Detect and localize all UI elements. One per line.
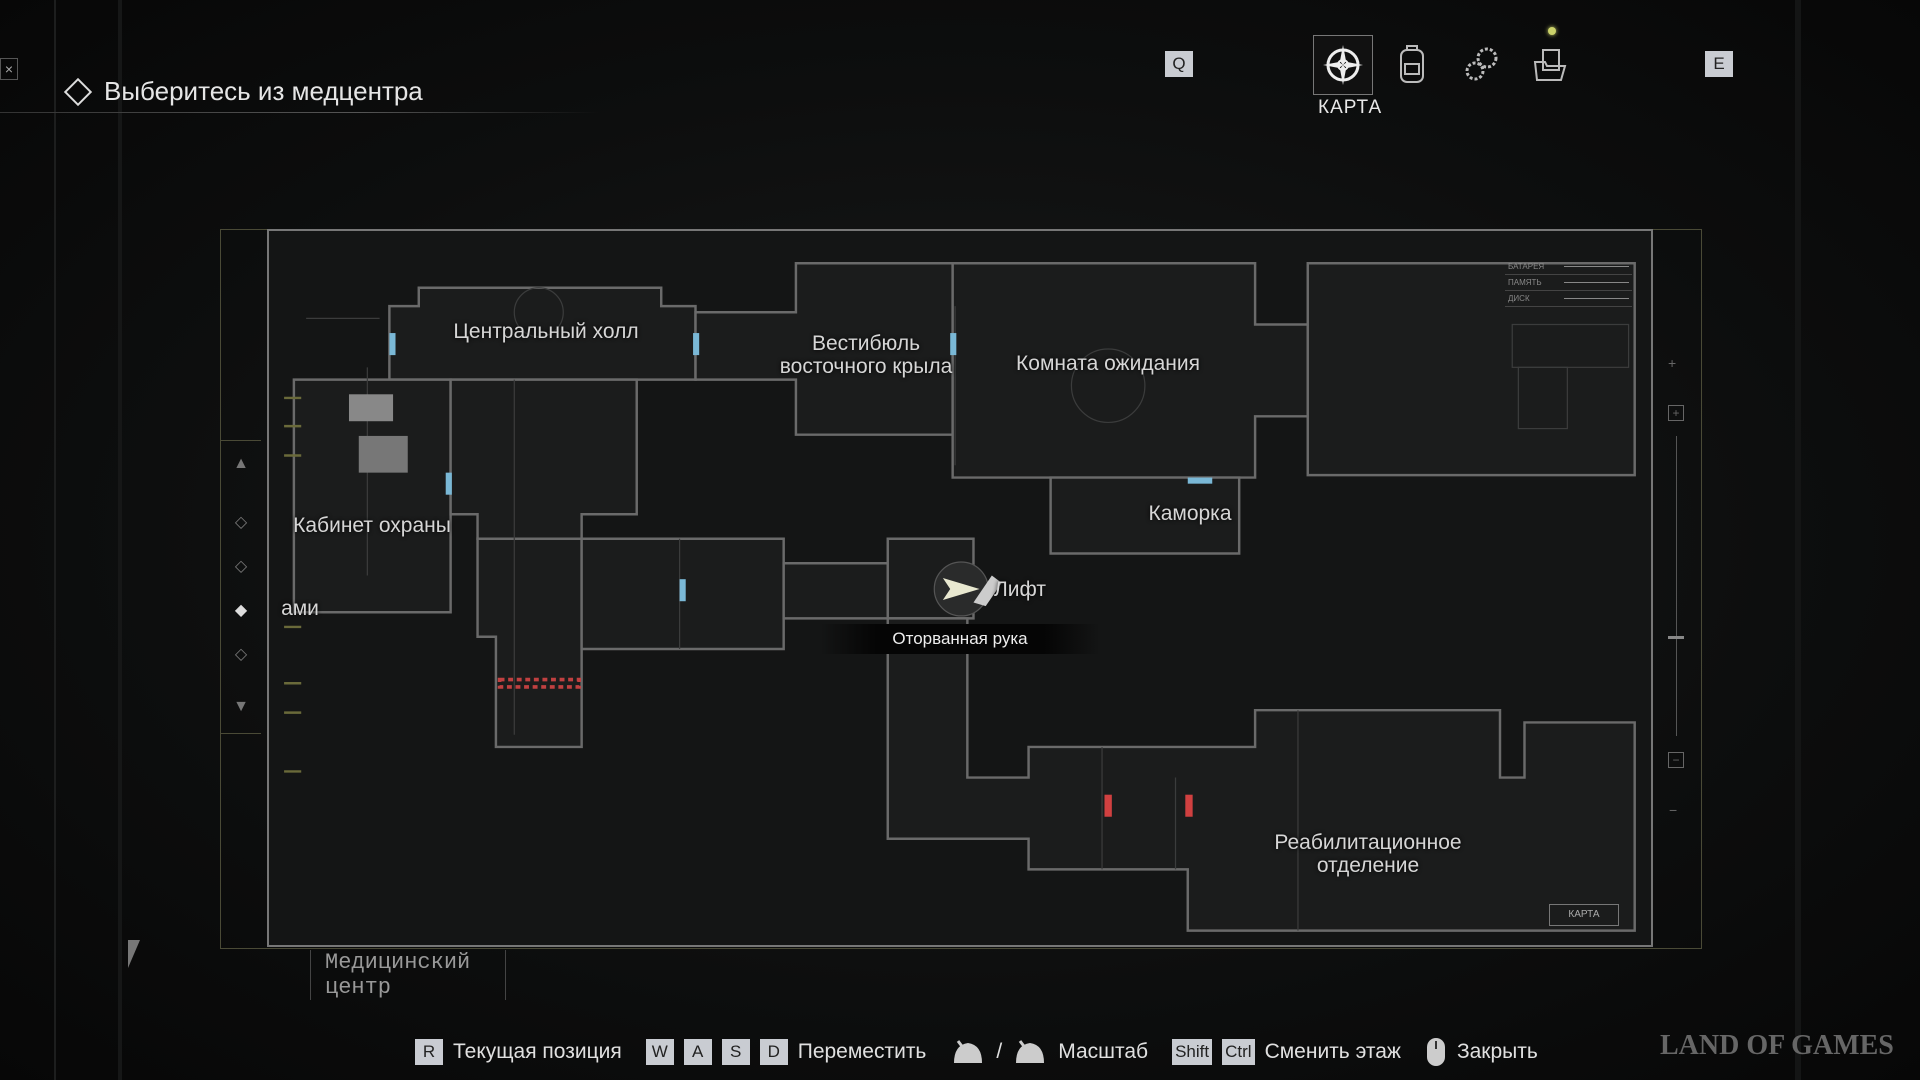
floor-button-current[interactable]: ◆ [234, 602, 248, 619]
zoom-minus-label: − [1669, 802, 1678, 818]
control-label: Текущая позиция [453, 1040, 622, 1063]
compass-icon [1323, 45, 1363, 85]
stat-battery: БАТАРЕЯ [1505, 259, 1632, 275]
room-right [1306, 262, 1636, 477]
zoom-slider[interactable] [1676, 436, 1677, 736]
mouse-scroll-icon [954, 1040, 983, 1063]
notification-dot [1548, 27, 1556, 35]
floor-up-button[interactable]: ▲ [233, 455, 249, 472]
key-w: W [645, 1039, 674, 1065]
zoom-plus-label: + [1668, 355, 1677, 371]
room-rehab [886, 617, 1636, 932]
backpack-icon [1400, 45, 1424, 83]
controls-bar: R Текущая позиция W A S D Переместить / … [415, 1036, 1552, 1068]
gears-icon [1465, 47, 1498, 81]
room-label: ами [281, 597, 319, 620]
folder-icon [1533, 49, 1567, 81]
separator: / [996, 1040, 1003, 1063]
door-open [693, 333, 700, 356]
decor-line [1795, 0, 1801, 1080]
room-label: Каморка [1148, 502, 1232, 525]
tab-files[interactable] [1522, 35, 1580, 93]
key-shift: Shift [1172, 1039, 1213, 1065]
player-arrow-icon [942, 577, 980, 600]
room-closet [1049, 476, 1241, 555]
room-label: Реабилитационное отделение [1274, 831, 1462, 877]
map-badge: КАРТА [1549, 904, 1619, 926]
room-label: Лифт [994, 578, 1046, 601]
room-security-office [292, 378, 452, 614]
door-markers [389, 333, 1213, 817]
prev-tab-key[interactable]: Q [1165, 51, 1193, 77]
close-icon[interactable]: × [0, 58, 18, 80]
zoom-slider-handle[interactable] [1668, 636, 1684, 639]
room-corridor-south [476, 537, 583, 749]
key-s: S [721, 1039, 750, 1065]
objective: Выберитесь из медцентра [62, 76, 423, 107]
mouse-icon [1426, 1038, 1445, 1066]
device-stats: БАТАРЕЯ ПАМЯТЬ ДИСК [1505, 259, 1632, 307]
door-open [679, 579, 686, 602]
mouse-cursor [128, 940, 140, 968]
objective-divider [0, 112, 600, 113]
stat-memory: ПАМЯТЬ [1505, 275, 1632, 291]
floor-selector [220, 440, 261, 734]
control-label: Переместить [797, 1040, 927, 1063]
floor-down-button[interactable]: ▼ [233, 698, 249, 715]
room-label: Комната ожидания [1016, 352, 1200, 375]
door-open [950, 333, 957, 356]
severed-hand-icon [973, 575, 1002, 607]
corridor-east [782, 562, 889, 620]
room-label: Вестибюль восточного крыла [779, 332, 953, 378]
key-d: D [759, 1039, 788, 1065]
objective-text: Выберитесь из медцентра [104, 76, 423, 106]
floor-button[interactable]: ◇ [234, 558, 248, 575]
next-tab-key[interactable]: E [1705, 51, 1733, 77]
decor-line [118, 0, 122, 1080]
close-map-label[interactable]: Закрыть [1456, 1040, 1538, 1063]
door-locked [1104, 794, 1112, 817]
tab-crafting[interactable] [1453, 35, 1511, 93]
door-open [389, 333, 396, 356]
control-label: Сменить этаж [1264, 1040, 1401, 1063]
watermark: LAND OF GAMES [1660, 1030, 1894, 1061]
room-label: Центральный холл [453, 320, 639, 343]
zoom-in-button[interactable]: + [1668, 405, 1684, 421]
room-label: Кабинет охраны [293, 514, 451, 537]
door-locked [1185, 794, 1193, 817]
key-a: A [683, 1039, 712, 1065]
tab-map[interactable] [1313, 35, 1373, 95]
key-r[interactable]: R [415, 1039, 443, 1065]
tab-map-label: КАРТА [1318, 97, 1383, 118]
item-tooltip: Оторванная рука [820, 624, 1100, 654]
floor-button[interactable]: ◇ [234, 514, 248, 531]
ruler-ticks [284, 396, 302, 773]
door-open [445, 472, 452, 495]
mouse-scroll-icon [1016, 1040, 1045, 1063]
decor-line [54, 0, 56, 1080]
control-label: Масштаб [1058, 1040, 1149, 1063]
key-ctrl: Ctrl [1222, 1039, 1255, 1065]
floor-button[interactable]: ◇ [234, 646, 248, 663]
typewriter-icon [348, 394, 408, 473]
area-name: Медицинский центр [310, 950, 506, 1000]
door-open [1187, 477, 1213, 484]
room-corridor [449, 378, 638, 540]
zoom-out-button[interactable]: − [1668, 752, 1684, 768]
tab-inventory[interactable] [1383, 35, 1441, 93]
stat-disk: ДИСК [1505, 291, 1632, 307]
